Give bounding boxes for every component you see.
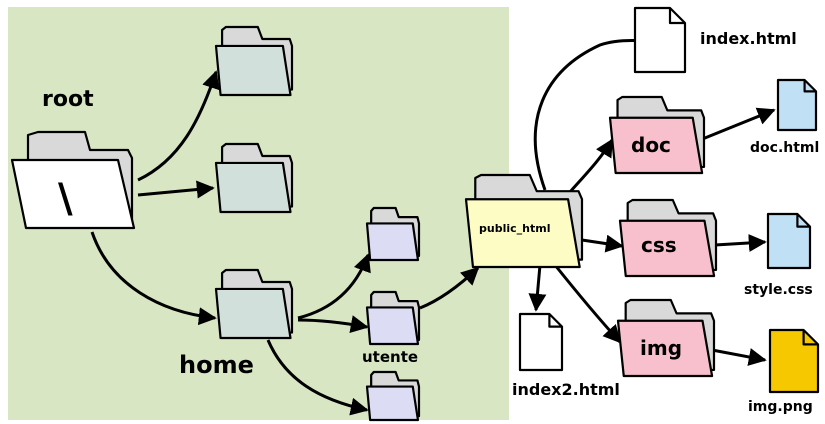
- folder-icon: [618, 198, 718, 278]
- edge-public-css: [581, 234, 624, 253]
- file-icon: [776, 78, 818, 132]
- index2-html-label: index2.html: [512, 380, 620, 399]
- edge-css-stylecss: [714, 233, 767, 252]
- home-label: home: [179, 351, 254, 379]
- folder-icon: [464, 173, 584, 269]
- folder-icon: [365, 206, 421, 262]
- edge-public-img: [553, 264, 622, 344]
- edge-home-utente: [297, 315, 369, 333]
- edge-utente-public: [419, 266, 480, 310]
- edge-root-folder1: [137, 70, 220, 182]
- edge-root-folder2: [137, 180, 215, 199]
- edge-home-subfolder3: [266, 339, 369, 416]
- file-icon: [768, 328, 820, 394]
- public-html-label: public_html: [479, 222, 550, 235]
- folder-icon: [608, 95, 706, 175]
- edges: [90, 32, 776, 416]
- folder-icon: [616, 298, 716, 378]
- utente-label: utente: [362, 348, 418, 366]
- folder-icon: [365, 370, 421, 422]
- edge-doc-dochtml: [699, 107, 776, 142]
- doc-html-label: doc.html: [750, 140, 819, 156]
- style-css-label: style.css: [744, 282, 813, 298]
- css-label: css: [641, 233, 677, 257]
- edge-home-subfolder1: [297, 253, 371, 320]
- img-label: img: [640, 336, 682, 360]
- index-html-label: index.html: [700, 29, 797, 48]
- doc-label: doc: [631, 133, 671, 157]
- folder-icon: [365, 290, 421, 346]
- edge-public-index2: [528, 264, 547, 312]
- file-icon: [518, 312, 564, 372]
- edge-img-imgpng: [711, 348, 767, 366]
- folder-icon: [214, 268, 294, 340]
- folder-icon: [214, 142, 294, 214]
- folder-icon: [10, 130, 136, 230]
- edge-root-home: [90, 231, 217, 326]
- file-icon: [766, 212, 812, 270]
- edge-public-doc: [568, 138, 614, 193]
- file-icon: [633, 6, 687, 74]
- root-symbol: \: [58, 176, 73, 222]
- root-label: root: [42, 87, 94, 112]
- img-png-label: img.png: [748, 399, 813, 415]
- folder-icon: [214, 25, 294, 97]
